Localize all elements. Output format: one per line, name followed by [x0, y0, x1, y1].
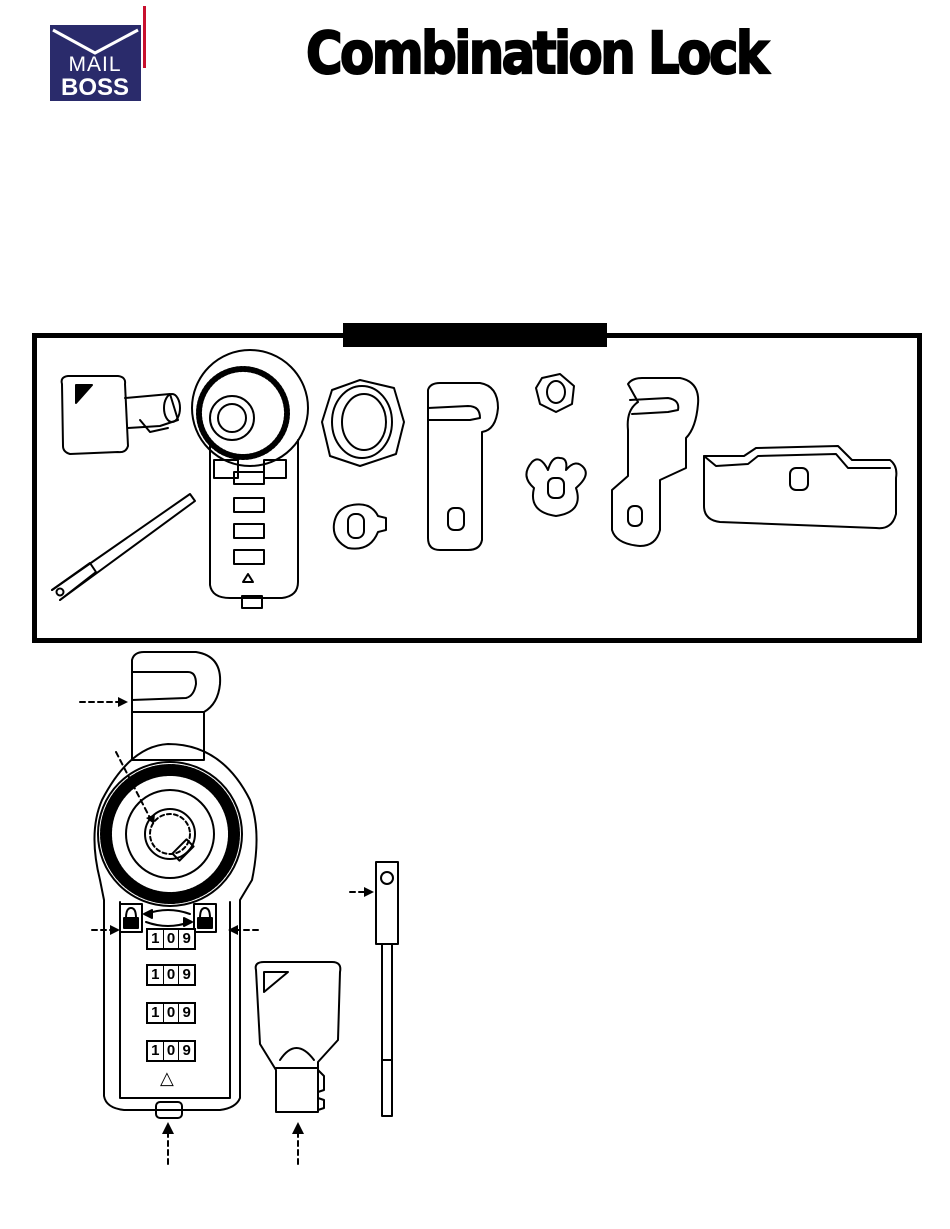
wheel-digit: 9 — [179, 1004, 194, 1022]
wheel-digit: 0 — [164, 1004, 180, 1022]
part-star-washer — [526, 458, 585, 516]
wheel-digit: 9 — [179, 930, 194, 948]
wheel-digit: 1 — [148, 1042, 164, 1060]
rod-tool-large — [376, 862, 398, 1116]
part-hex-nut-large — [322, 380, 404, 466]
wheel-digit: 1 — [148, 930, 164, 948]
part-washer-small — [334, 504, 386, 548]
part-key — [62, 376, 180, 454]
wheel-digit: 0 — [164, 1042, 180, 1060]
assembly-diagram — [0, 640, 950, 1200]
part-hex-nut-small — [536, 374, 574, 412]
part-lock-body — [192, 350, 308, 608]
wheel-digit: 0 — [164, 966, 180, 984]
part-rod — [52, 494, 195, 600]
part-cam-long — [428, 383, 498, 550]
key-large — [256, 962, 341, 1112]
parts-illustrations — [0, 0, 950, 640]
wheel-digit: 9 — [179, 1042, 194, 1060]
wheel-digit: 1 — [148, 966, 164, 984]
wheel-digit: 0 — [164, 930, 180, 948]
part-cam-offset — [612, 378, 698, 546]
wheel-digit: 1 — [148, 1004, 164, 1022]
wheel-digit: 9 — [179, 966, 194, 984]
indicator-triangle: △ — [160, 1068, 174, 1089]
part-bracket — [704, 446, 896, 528]
